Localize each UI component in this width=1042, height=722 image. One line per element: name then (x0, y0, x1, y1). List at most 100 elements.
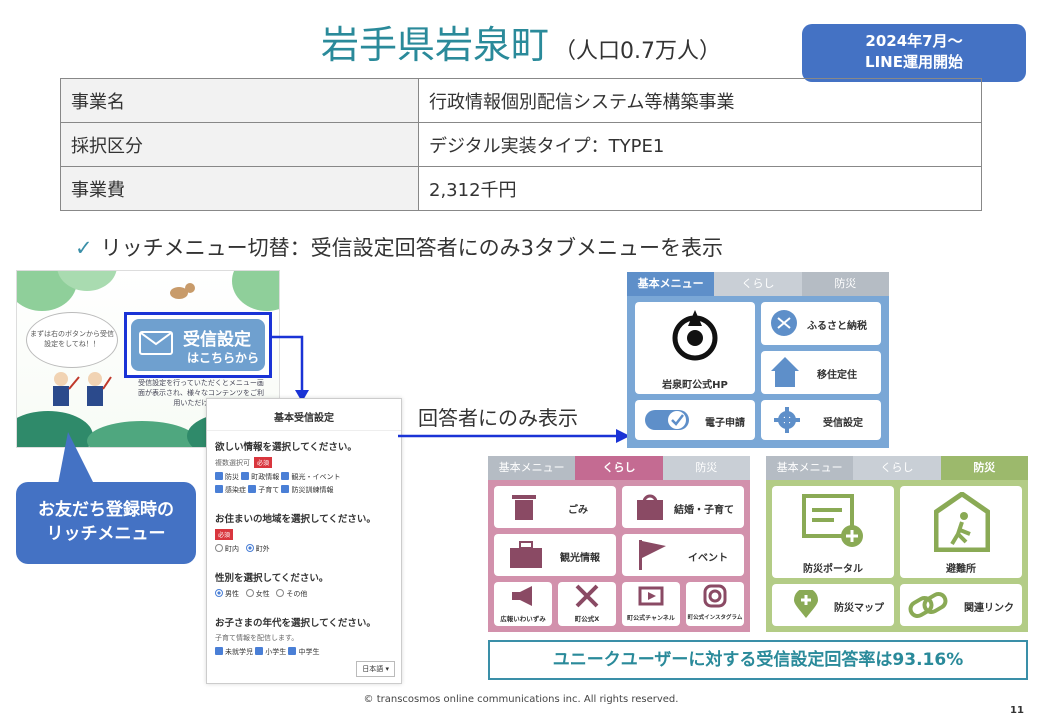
required-badge: 必須 (215, 529, 234, 540)
radio-option[interactable]: 町内 (215, 544, 239, 553)
bousai-rich-menu: 基本メニュー くらし 防災 防災ポータル 避難所 防災マップ 関連リンク (766, 456, 1028, 632)
basic-settings-form: 基本受信設定 欲しい情報を選択してください。 複数選択可必須 防災 町政情報 観… (206, 398, 402, 684)
response-rate-box: ユニークユーザーに対する受信設定回答率は93.16% (488, 640, 1028, 680)
ring-box-icon (637, 494, 663, 520)
form-options: 男性 女性 その他 (215, 588, 401, 601)
callout-box: お友だち登録時の リッチメニュー (16, 482, 196, 564)
required-badge: 必須 (254, 457, 273, 468)
checkbox-option[interactable]: 町政情報 (241, 472, 279, 481)
checkbox-option[interactable]: 防災 (215, 472, 239, 481)
tab-kurashi[interactable]: くらし (853, 456, 941, 480)
menu-item-shelter[interactable]: 避難所 (900, 486, 1022, 578)
checkbox-option[interactable]: 小学生 (255, 647, 286, 656)
project-info-table: 事業名 行政情報個別配信システム等構築事業 採択区分 デジタル実装タイプ：TYP… (60, 78, 982, 211)
button-line1: 受信設定 (183, 330, 251, 350)
envelope-icon (139, 331, 173, 355)
language-select[interactable]: 日本語 ▾ (356, 661, 395, 677)
table-key: 事業費 (60, 166, 419, 211)
menu-item-instagram[interactable]: 町公式インスタグラム (686, 582, 744, 626)
checkbox-option[interactable]: 防災訓練情報 (281, 485, 333, 494)
instagram-icon (703, 584, 727, 608)
suitcase-icon (510, 541, 542, 568)
reception-settings-button-face[interactable]: 受信設定 はこちらから (131, 319, 265, 371)
friend-menu-caption: 受信設定を行っていただくとメニュー画面が表示され、様々なコンテンツをご利用いただ… (137, 379, 265, 407)
menu-item-e-application[interactable]: 電子申請 (635, 400, 755, 440)
form-question: お子さまの年代を選択してください。 (215, 618, 376, 629)
tab-bousai[interactable]: 防災 (801, 272, 889, 296)
bush-decoration (232, 271, 279, 311)
town-emblem-icon (672, 310, 718, 361)
table-row: 採択区分 デジタル実装タイプ：TYPE1 (60, 122, 982, 167)
menu-item-bousai-map[interactable]: 防災マップ (772, 584, 894, 626)
megaphone-icon (512, 586, 532, 606)
arrow-label: 回答者にのみ表示 (418, 406, 578, 430)
checkbox-option[interactable]: 観光・イベント (281, 472, 340, 481)
dancer-illustration-icon (53, 372, 112, 406)
table-value: 行政情報個別配信システム等構築事業 (418, 78, 982, 123)
bush-decoration (57, 271, 117, 291)
right-arrow-icon (398, 429, 630, 443)
menu-item-migration[interactable]: 移住定住 (761, 351, 881, 394)
radio-option[interactable]: その他 (276, 589, 307, 598)
tab-basic[interactable]: 基本メニュー (627, 272, 715, 296)
table-value: 2,312千円 (418, 166, 982, 211)
tab-bousai[interactable]: 防災 (940, 456, 1028, 480)
table-value: デジタル実装タイプ：TYPE1 (418, 122, 982, 167)
checkpoint: ✓リッチメニュー切替：受信設定回答者にのみ3タブメニューを表示 (75, 232, 723, 262)
menu-item-reception-settings[interactable]: 受信設定 (761, 400, 881, 440)
kurashi-rich-menu: 基本メニュー くらし 防災 ごみ 結婚・子育て 観光情報 イベント 広報いわいず… (488, 456, 750, 632)
menu-item-event[interactable]: イベント (622, 534, 744, 576)
form-options: 未就学児 小学生 中学生 (215, 646, 401, 659)
menu-item-tourism[interactable]: 観光情報 (494, 534, 616, 576)
form-options: 防災 町政情報 観光・イベント 感染症 子育て 防災訓練情報 (215, 471, 401, 497)
speech-bubble: まずは右のボタンから受信設定をしてね！！ (26, 312, 118, 368)
menu-item-koho[interactable]: 広報いわいずみ (494, 582, 552, 626)
tab-bousai[interactable]: 防災 (662, 456, 750, 480)
page-number: 11 (1010, 705, 1024, 716)
video-icon (638, 586, 664, 606)
checkbox-option[interactable]: 中学生 (288, 647, 319, 656)
radio-option[interactable]: 男性 (215, 589, 239, 598)
menu-item-bousai-portal[interactable]: 防災ポータル (772, 486, 894, 578)
form-question: 性別を選択してください。 (215, 573, 329, 584)
radio-option[interactable]: 町外 (245, 544, 270, 553)
gift-icon (771, 310, 797, 336)
table-row: 事業費 2,312千円 (60, 166, 982, 211)
form-note: 複数選択可必須 (215, 457, 401, 468)
menu-item-x[interactable]: 町公式X (558, 582, 616, 626)
menu-item-marriage[interactable]: 結婚・子育て (622, 486, 744, 528)
trash-icon (512, 495, 536, 520)
table-key: 事業名 (60, 78, 419, 123)
footer-copyright: © transcosmos online communications inc.… (363, 694, 679, 705)
shelter-icon (934, 492, 990, 552)
menu-item-garbage[interactable]: ごみ (494, 486, 616, 528)
form-note: 子育て情報を配信します。 (215, 634, 299, 642)
basic-rich-menu: 基本メニュー くらし 防災 岩泉町公式HP ふるさと納税 移住定住 電子申請 (627, 272, 889, 448)
launch-badge: 2024年7月～ LINE運用開始 (802, 24, 1026, 82)
flag-icon (639, 540, 666, 570)
map-pin-icon (794, 590, 818, 618)
tab-kurashi[interactable]: くらし (575, 456, 663, 480)
checkbox-option[interactable]: 未就学児 (215, 647, 253, 656)
badge-line1: 2024年7月～ (865, 32, 963, 50)
table-key: 採択区分 (60, 122, 419, 167)
tab-kurashi[interactable]: くらし (714, 272, 802, 296)
radio-option[interactable]: 女性 (245, 589, 270, 598)
title-sub: （人口0.7万人） (554, 39, 722, 64)
form-title: 基本受信設定 (207, 409, 401, 431)
menu-item-furusato[interactable]: ふるさと納税 (761, 302, 881, 345)
checkbox-option[interactable]: 子育て (248, 485, 279, 494)
checkbox-option[interactable]: 感染症 (215, 485, 246, 494)
tab-basic[interactable]: 基本メニュー (488, 456, 576, 480)
gear-icon (774, 407, 800, 433)
menu-item-related-links[interactable]: 関連リンク (900, 584, 1022, 626)
x-logo-icon (575, 584, 599, 608)
callout-pointer (58, 432, 94, 484)
portal-screen-icon (802, 494, 863, 547)
tab-basic[interactable]: 基本メニュー (766, 456, 854, 480)
link-icon (908, 592, 948, 618)
menu-item-channel[interactable]: 町公式チャンネル (622, 582, 680, 626)
table-row: 事業名 行政情報個別配信システム等構築事業 (60, 78, 982, 123)
menu-item-official-hp[interactable]: 岩泉町公式HP (635, 302, 755, 394)
reception-settings-button[interactable]: 受信設定 はこちらから (124, 312, 272, 378)
